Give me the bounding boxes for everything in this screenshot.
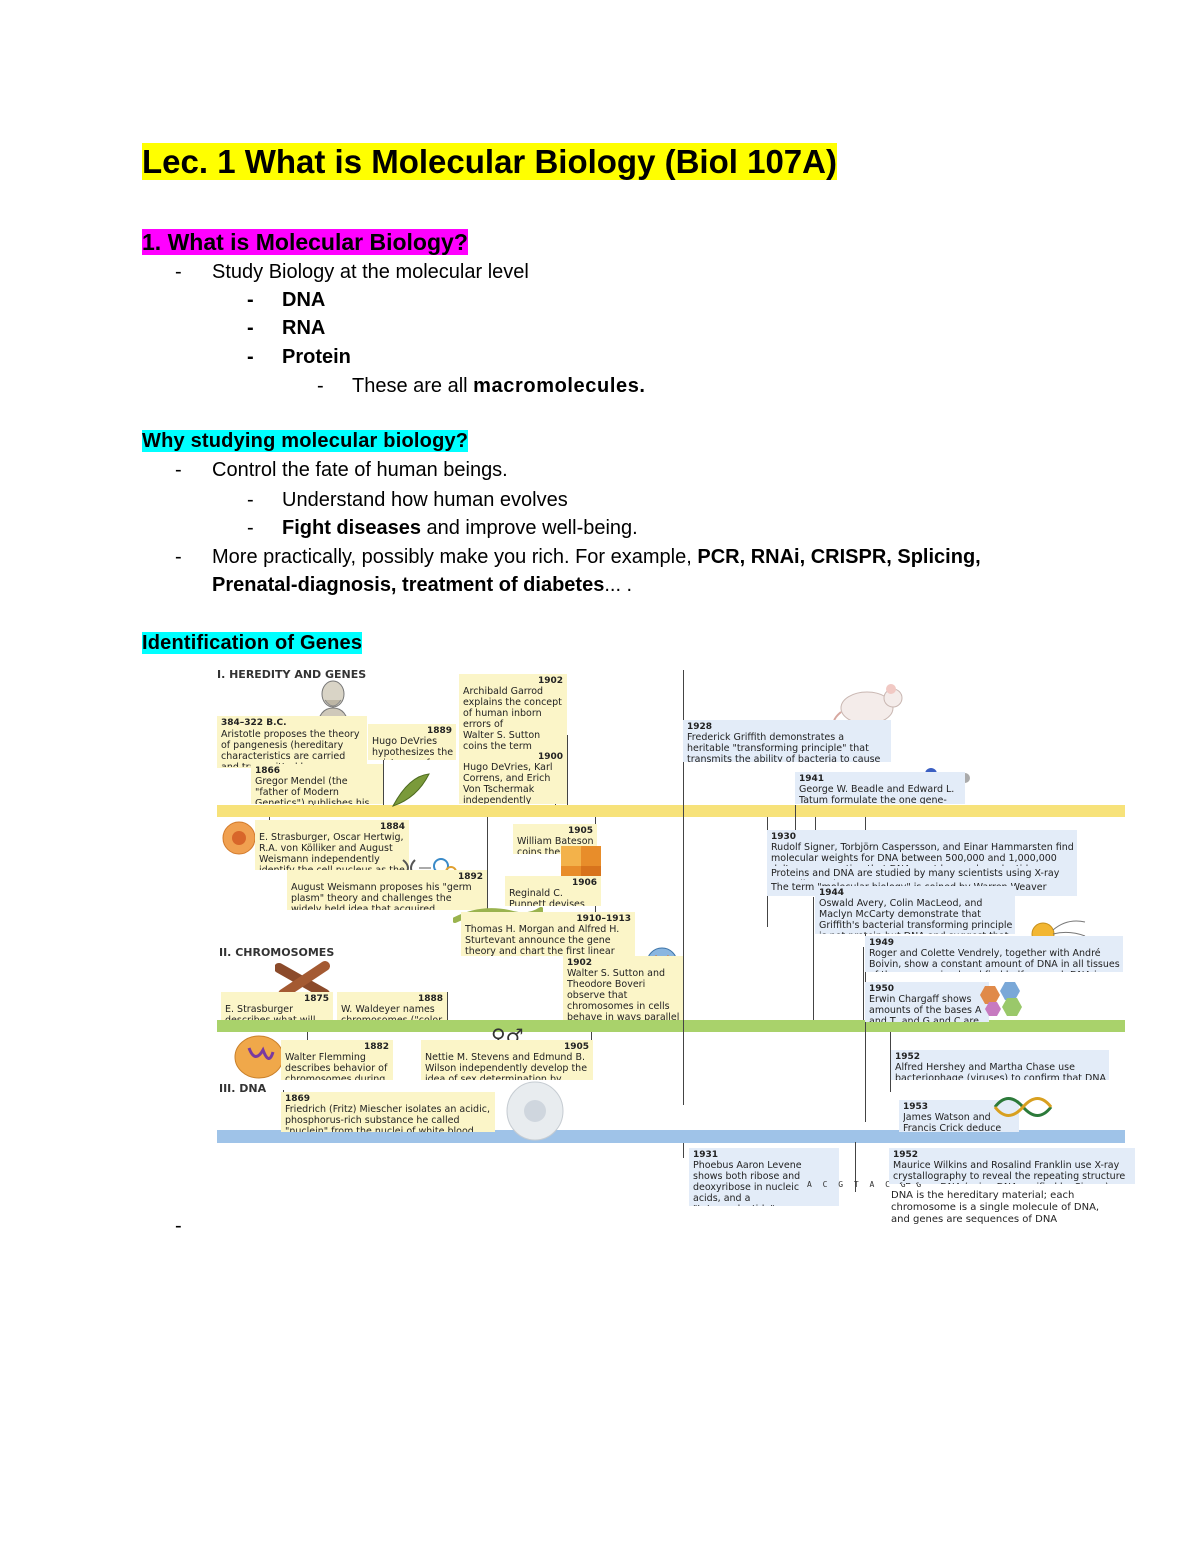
event-year: 1869	[285, 1094, 311, 1104]
event-year: 1930	[771, 832, 797, 842]
timeline-figure: I. HEREDITY AND GENES II. CHROMOSOMES II…	[215, 660, 1135, 1240]
event-signer: Rudolf Signer, Torbjörn Caspersson, and …	[771, 842, 1074, 866]
event-xray: Proteins and DNA are studied by many sci…	[771, 868, 1060, 880]
band-chromosomes	[217, 1020, 1125, 1032]
event-devries: Hugo DeVries hypothesizes the existence …	[372, 736, 454, 760]
event-year: 1905	[567, 826, 593, 836]
event-year: 1902	[537, 676, 563, 686]
event-year: 1866	[255, 766, 281, 776]
event-waldeyer: W. Waldeyer names chromosomes ("color bo…	[341, 1004, 442, 1020]
event-morgan: Thomas H. Morgan and Alfred H. Sturtevan…	[465, 924, 620, 956]
event-year: 1910–1913	[576, 914, 631, 924]
event-year: 1884	[379, 822, 405, 832]
bullet-practically: More practically, possibly make you rich…	[212, 546, 981, 568]
list-item-macromolecules: These are all macromolecules.	[352, 375, 646, 397]
page-title: Lec. 1 What is Molecular Biology (Biol 1…	[142, 143, 837, 180]
event-year: 1931	[693, 1150, 719, 1160]
white-blood-cell-icon	[506, 1081, 564, 1141]
list-item-dna: DNA	[282, 289, 326, 311]
mitosis-cell-icon	[234, 1035, 284, 1079]
event-year: 1889	[426, 726, 452, 736]
event-year: 1928	[687, 722, 713, 732]
bullet-dash: -	[175, 261, 182, 283]
bullet-practically-cont: Prenatal-diagnosis, treatment of diabete…	[212, 574, 633, 596]
event-aristotle: Aristotle proposes the theory of pangene…	[221, 729, 360, 767]
event-year: 1952	[893, 1150, 919, 1160]
event-year: 1882	[363, 1042, 389, 1052]
event-year: 1902	[567, 958, 593, 968]
event-beadle-tatum: George W. Beadle and Edward L. Tatum for…	[799, 784, 955, 804]
event-nucleus: E. Strasburger, Oscar Hertwig, R.A. von …	[259, 832, 405, 870]
event-griffith: Frederick Griffith demonstrates a herita…	[687, 732, 881, 762]
bullet-dash: -	[175, 546, 182, 568]
bullet-dash: -	[175, 1215, 182, 1237]
list-item-rna: RNA	[282, 317, 326, 339]
list-item-evolves: Understand how human evolves	[282, 489, 568, 511]
event-bateson: William Bateson coins the term "genetics…	[517, 836, 594, 854]
section-label-dna: III. DNA	[219, 1082, 267, 1095]
section-label-heredity: I. HEREDITY AND GENES	[217, 668, 367, 681]
pea-pod-icon	[391, 773, 430, 807]
event-vendrely: Roger and Colette Vendrely, together wit…	[869, 948, 1120, 972]
event-watson-crick: James Watson and Francis Crick deduce DN…	[903, 1112, 1002, 1132]
aristotle-bust-icon	[316, 680, 350, 728]
bullet-dash: -	[247, 289, 254, 311]
event-year: 1944	[819, 888, 845, 898]
event-mendel: Gregor Mendel (the "father of Modern Gen…	[255, 776, 370, 804]
section-heading-identification: Identification of Genes	[142, 632, 363, 654]
bullet-dash: -	[247, 346, 254, 368]
event-year: 1941	[799, 774, 825, 784]
event-hershey-chase: Alfred Hershey and Martha Chase use bact…	[895, 1062, 1106, 1080]
event-rediscovery: Hugo DeVries, Karl Correns, and Erich Vo…	[463, 762, 553, 804]
event-year: 1906	[571, 878, 597, 888]
cell-nucleus-icon	[222, 821, 256, 855]
event-year: 1953	[903, 1102, 929, 1112]
bullet-control-fate: Control the fate of human beings.	[212, 459, 508, 481]
bullet-dash: -	[317, 375, 324, 397]
event-year: 1950	[869, 984, 895, 994]
event-miescher: Friedrich (Fritz) Miescher isolates an a…	[285, 1104, 490, 1132]
event-stevens-wilson: Nettie M. Stevens and Edmund B. Wilson i…	[425, 1052, 588, 1080]
chromosome-icon	[275, 961, 330, 999]
base-molecules-icon	[980, 982, 1022, 1016]
band-dna	[217, 1130, 1125, 1143]
section-heading-why: Why studying molecular biology?	[142, 430, 469, 452]
event-year: 1900	[537, 752, 563, 762]
double-helix-icon	[993, 1097, 1053, 1117]
section-label-chromosomes: II. CHROMOSOMES	[219, 946, 335, 959]
event-year: 1952	[895, 1052, 921, 1062]
event-year: 1875	[303, 994, 329, 1004]
event-sutton-boveri: Walter S. Sutton and Theodore Boveri obs…	[567, 968, 680, 1020]
event-strasburger: E. Strasburger describes what will later…	[225, 1004, 315, 1020]
bullet-dash: -	[247, 517, 254, 539]
event-avery: Oswald Avery, Colin MacLeod, and Maclyn …	[819, 898, 1013, 934]
dna-bases-label: A C G T A C G G	[807, 1180, 925, 1189]
list-item-protein: Protein	[282, 346, 351, 368]
event-conclusion: DNA is the hereditary material; each chr…	[891, 1190, 1100, 1225]
event-punnett: Reginald C. Punnett devises the Punnett …	[509, 888, 585, 906]
bullet-dash: -	[175, 459, 182, 481]
event-year: 1888	[417, 994, 443, 1004]
event-year: 384–322 B.C.	[221, 718, 287, 728]
bullet-dash: -	[247, 489, 254, 511]
event-year: 1892	[457, 872, 483, 882]
event-chargaff: Erwin Chargaff shows amounts of the base…	[869, 994, 982, 1022]
event-year: 1905	[563, 1042, 589, 1052]
section-heading-what-is: 1. What is Molecular Biology?	[142, 229, 468, 255]
list-item-fight-diseases: Fight diseases and improve well-being.	[282, 517, 638, 539]
event-flemming: Walter Flemming describes behavior of ch…	[285, 1052, 388, 1080]
bullet-dash: -	[247, 317, 254, 339]
event-levene: Phoebus Aaron Levene shows both ribose a…	[693, 1160, 802, 1206]
event-garrod: Archibald Garrod explains the concept of…	[463, 686, 562, 728]
event-weismann: August Weismann proposes his "germ plasm…	[291, 882, 472, 910]
band-heredity	[217, 805, 1125, 817]
event-wilkins-franklin: Maurice Wilkins and Rosalind Franklin us…	[893, 1160, 1126, 1184]
bullet-study-biology: Study Biology at the molecular level	[212, 261, 529, 283]
event-year: 1949	[869, 938, 895, 948]
